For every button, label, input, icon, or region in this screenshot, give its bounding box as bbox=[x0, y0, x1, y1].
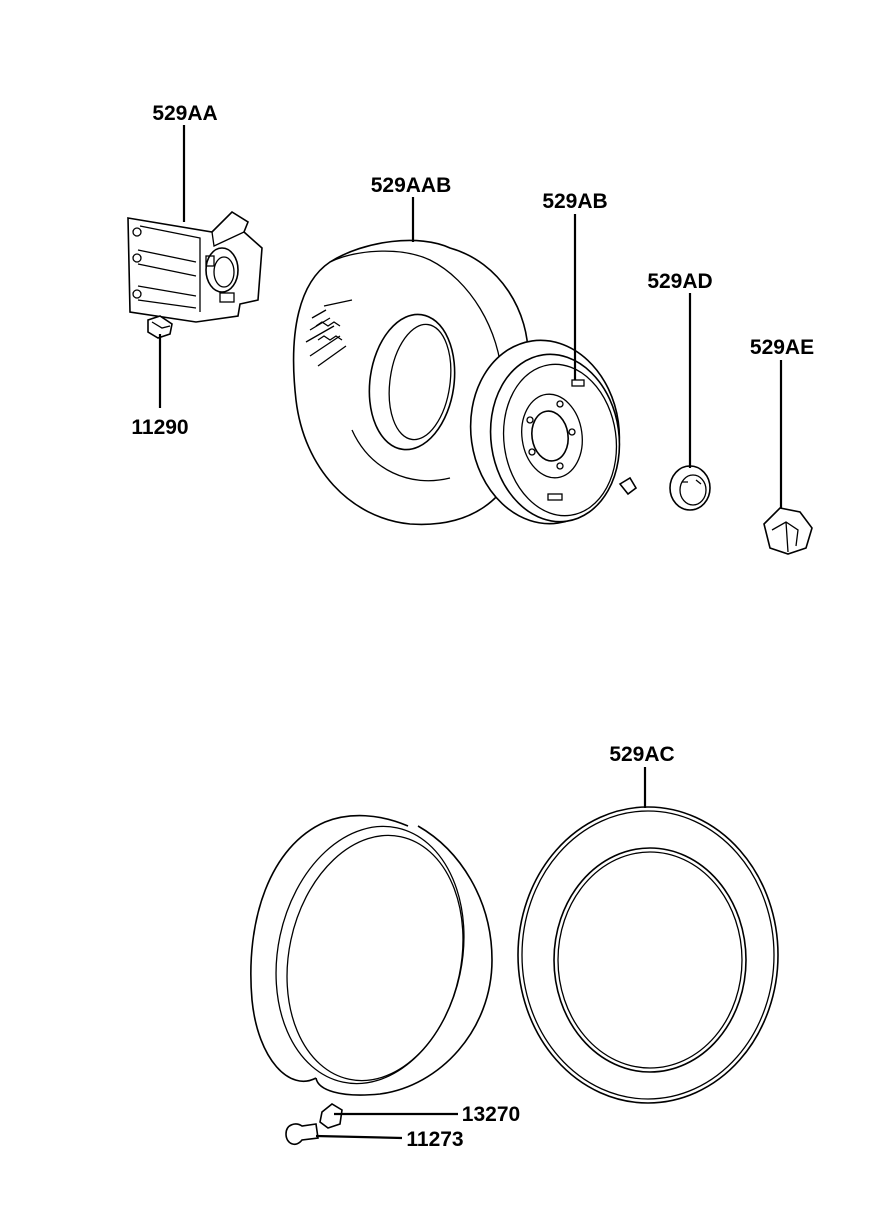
label-529AA: 529AA bbox=[152, 102, 217, 125]
tire-cover-part[interactable] bbox=[250, 809, 493, 1102]
nut-13270-part[interactable] bbox=[319, 1103, 343, 1129]
label-11273: 11273 bbox=[406, 1128, 463, 1151]
spare-tire-part[interactable] bbox=[517, 806, 779, 1104]
label-529AC: 529AC bbox=[609, 743, 674, 766]
valve-stem-part[interactable] bbox=[618, 476, 638, 496]
label-529AD: 529AD bbox=[647, 270, 712, 293]
label-529AB: 529AB bbox=[542, 190, 607, 213]
bracket-part[interactable] bbox=[127, 210, 263, 323]
label-529AE: 529AE bbox=[750, 336, 814, 359]
label-529AAB: 529AAB bbox=[371, 174, 452, 197]
label-13270: 13270 bbox=[462, 1103, 520, 1126]
bolt-11273-part[interactable] bbox=[285, 1123, 319, 1146]
lug-cap-part[interactable] bbox=[763, 507, 813, 555]
bolt-11290-part[interactable] bbox=[147, 315, 173, 339]
tire-part[interactable] bbox=[292, 239, 529, 526]
center-cap-part[interactable] bbox=[669, 465, 711, 511]
label-11290: 11290 bbox=[131, 416, 188, 439]
leader-lines bbox=[158, 125, 783, 1140]
wheel-part[interactable] bbox=[459, 331, 631, 534]
